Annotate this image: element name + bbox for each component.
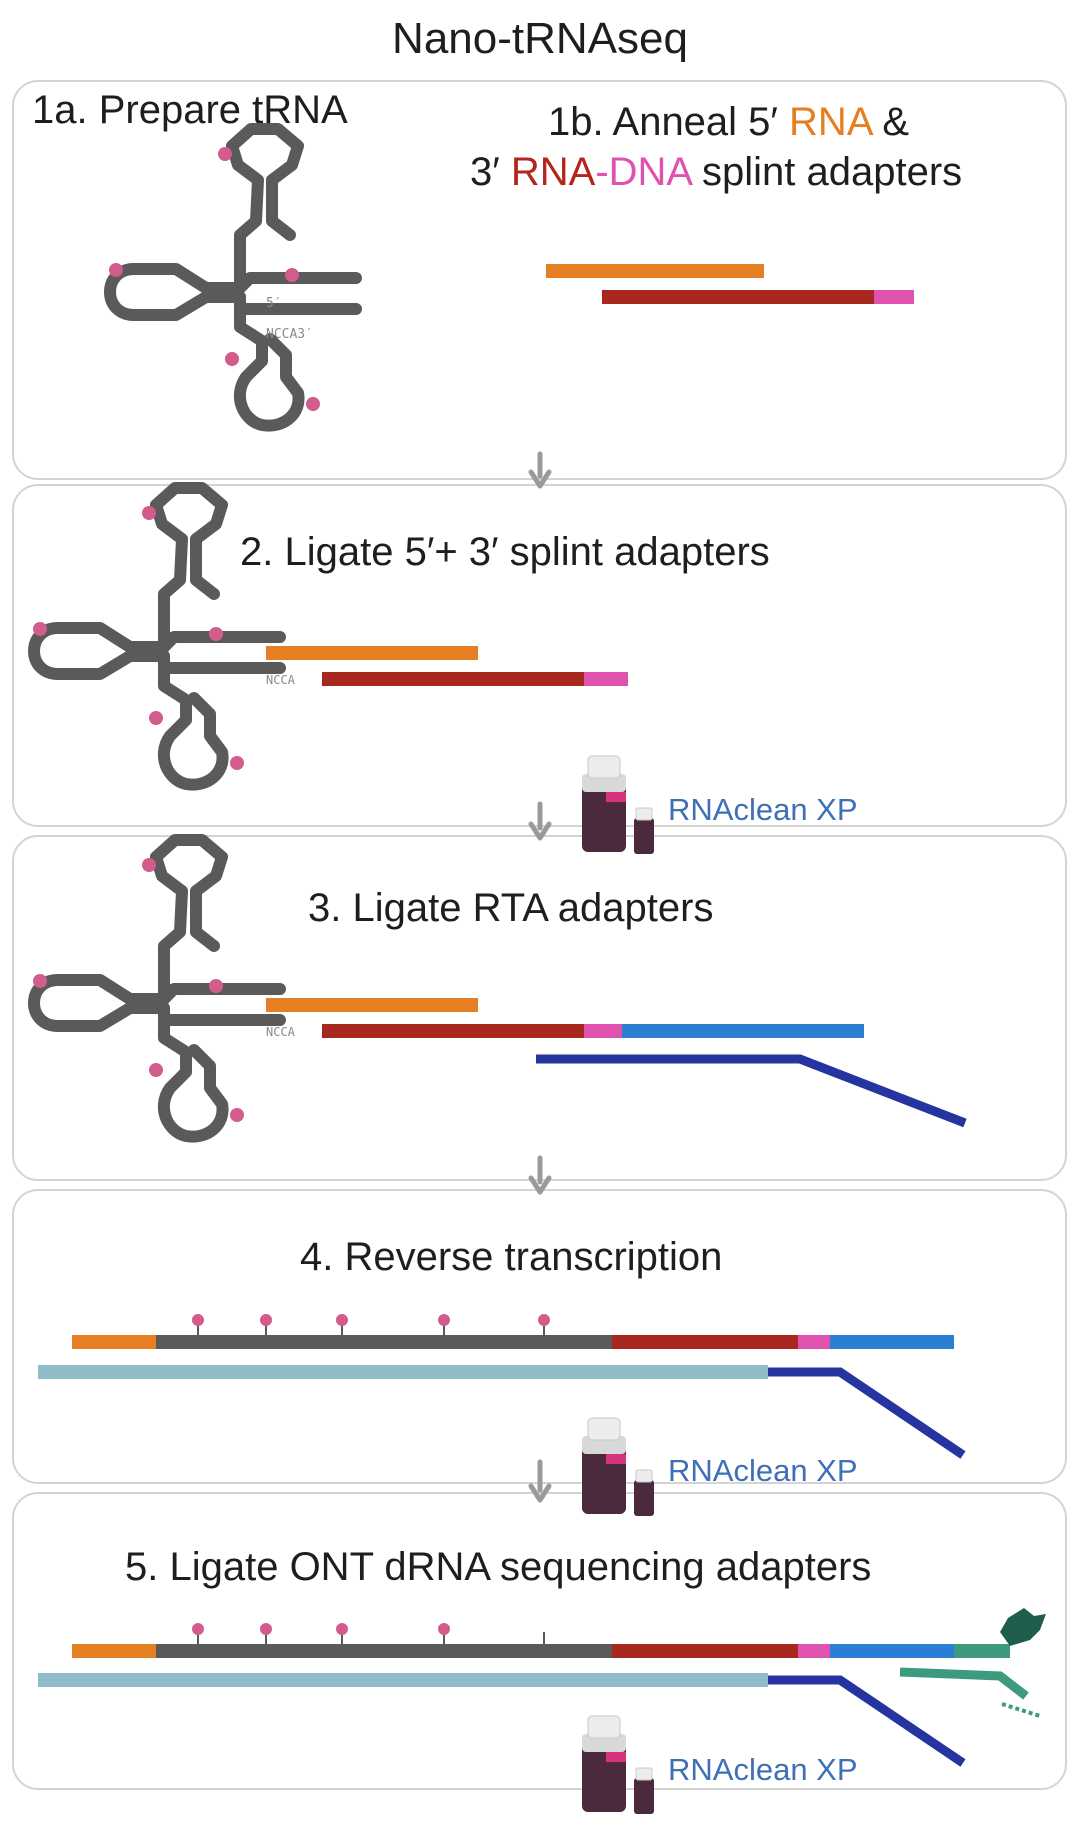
cdna-strand <box>38 1673 768 1687</box>
rna-adapter-3 <box>322 672 584 686</box>
three-prime-label: NCCA3′ <box>266 327 313 342</box>
rnaclean-bottle-1 <box>581 755 655 855</box>
rta-adapter-bottom <box>768 1367 966 1459</box>
dna-splint <box>584 1024 622 1038</box>
step-arrow-1 <box>528 451 552 489</box>
trna-structure-3 <box>33 840 280 1137</box>
trna-body-linear <box>156 1644 612 1658</box>
step-2-title: 2. Ligate 5′+ 3′ splint adapters <box>240 530 770 574</box>
dna-splint <box>798 1644 830 1658</box>
step-arrow-2 <box>528 801 552 841</box>
rta-adapter-bottom <box>536 1054 967 1128</box>
ont-sequencing-adapter <box>899 1608 1046 1718</box>
trna-structure-1 <box>109 129 356 426</box>
rnaclean-bottle-2 <box>581 1417 655 1517</box>
modifications-step5 <box>192 1623 545 1644</box>
modifications-step4 <box>192 1314 550 1335</box>
arrow-head-icon <box>528 1483 552 1503</box>
dna-splint <box>798 1335 830 1349</box>
cleanup-label-1: RNAclean XP <box>668 792 858 827</box>
five-prime-label: 5′ <box>266 296 282 311</box>
motor-protein-icon <box>1000 1608 1046 1646</box>
step-5-panel <box>12 1492 1067 1790</box>
rna-adapter-5 <box>72 1644 156 1658</box>
rna-adapter-3 <box>612 1644 798 1658</box>
rna-adapter-5 <box>266 998 478 1012</box>
page-title: Nano-tRNAseq <box>392 14 688 63</box>
step-4-title: 4. Reverse transcription <box>300 1235 723 1279</box>
rna-adapter-3 <box>612 1335 798 1349</box>
trna-structure-2 <box>33 488 280 785</box>
rna-adapter-5 <box>72 1335 156 1349</box>
arrow-head-icon <box>528 469 552 489</box>
ncca-label: NCCA <box>266 1025 296 1039</box>
rna-adapter-3 <box>602 290 874 304</box>
cdna-strand <box>38 1365 768 1379</box>
rta-adapter-bottom <box>768 1675 966 1767</box>
cleanup-label-3: RNAclean XP <box>668 1752 858 1787</box>
rta-adapter-top <box>830 1335 954 1349</box>
dna-splint <box>584 672 628 686</box>
step-1b-title-line2: 3′ RNA-DNA splint adapters <box>470 150 963 194</box>
rna-adapter-5 <box>266 646 478 660</box>
step-arrow-4 <box>528 1459 552 1503</box>
arrow-head-icon <box>528 1175 552 1195</box>
cleanup-label-2: RNAclean XP <box>668 1453 858 1488</box>
dna-splint <box>874 290 914 304</box>
rna-adapter-3 <box>322 1024 584 1038</box>
rta-adapter-top <box>622 1024 864 1038</box>
step-3-title: 3. Ligate RTA adapters <box>308 886 714 930</box>
step-5-title: 5. Ligate ONT dRNA sequencing adapters <box>125 1545 872 1589</box>
rnaclean-bottle-3 <box>581 1715 655 1815</box>
trna-body-linear <box>156 1335 612 1349</box>
step-1b-title-line1: 1b. Anneal 5′ RNA & <box>548 100 910 144</box>
ncca-label: NCCA <box>266 673 296 687</box>
step-arrow-3 <box>528 1155 552 1195</box>
rta-adapter-top <box>830 1644 954 1658</box>
arrow-head-icon <box>528 821 552 841</box>
step-1a-title: 1a. Prepare tRNA <box>32 88 348 132</box>
rna-adapter-5 <box>546 264 764 278</box>
